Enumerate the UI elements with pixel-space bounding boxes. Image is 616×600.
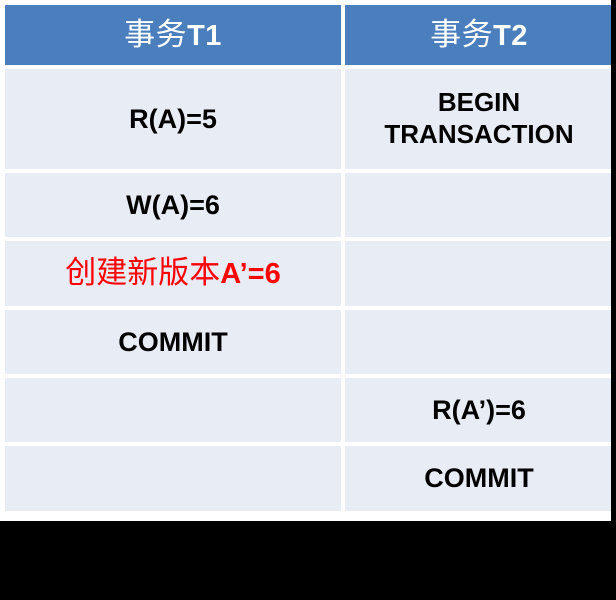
table-frame: 事务T1 事务T2 R(A)=5 BEGIN TRANSACTION W(A)=… (0, 0, 613, 521)
table-header: 事务T1 事务T2 (5, 5, 613, 65)
column-header-t2-label: T2 (493, 19, 528, 52)
table-row: 创建新版本A’=6 (5, 241, 613, 306)
table-row: R(A)=5 BEGIN TRANSACTION (5, 69, 613, 169)
cell-t1-row1: R(A)=5 (5, 69, 341, 169)
table-row: COMMIT (5, 446, 613, 511)
cell-t2-row2 (345, 173, 613, 237)
cell-t1-row3-lat: A’=6 (220, 258, 281, 291)
cell-t1-row3-cjk: 创建新版本 (65, 255, 221, 292)
cell-t2-row4 (345, 310, 613, 374)
column-header-t1-cjk: 事务 (124, 16, 188, 53)
cell-t1-row6 (5, 446, 341, 511)
table-row: COMMIT (5, 310, 613, 374)
cell-t1-row4: COMMIT (5, 310, 341, 374)
transaction-comparison-table: 事务T1 事务T2 R(A)=5 BEGIN TRANSACTION W(A)=… (1, 1, 616, 515)
column-header-t2-cjk: 事务 (430, 16, 494, 53)
cell-t2-row5: R(A’)=6 (345, 378, 613, 442)
cell-t2-row3 (345, 241, 613, 306)
slide-right-edge (611, 0, 616, 521)
table-body: R(A)=5 BEGIN TRANSACTION W(A)=6 创建新版本A’=… (5, 69, 613, 511)
column-header-t2: 事务T2 (345, 5, 613, 65)
cell-t2-row6: COMMIT (345, 446, 613, 511)
table-row: R(A’)=6 (5, 378, 613, 442)
column-header-t1-label: T1 (187, 19, 222, 52)
table-row: W(A)=6 (5, 173, 613, 237)
cell-t1-row2: W(A)=6 (5, 173, 341, 237)
column-header-t1: 事务T1 (5, 5, 341, 65)
header-row: 事务T1 事务T2 (5, 5, 613, 65)
cell-t1-row3: 创建新版本A’=6 (5, 241, 341, 306)
cell-t2-row1: BEGIN TRANSACTION (345, 69, 613, 169)
cell-t1-row5 (5, 378, 341, 442)
